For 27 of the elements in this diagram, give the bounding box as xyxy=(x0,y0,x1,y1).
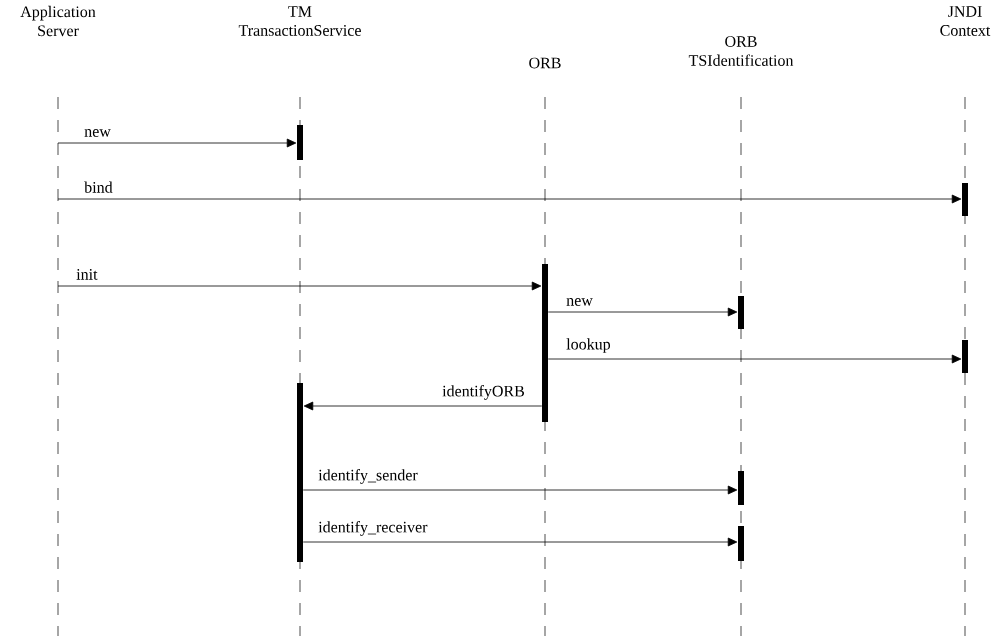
message-arrow xyxy=(57,281,542,291)
message-arrow xyxy=(302,485,738,495)
edge-label: new xyxy=(566,298,593,306)
participant-label: Application Server xyxy=(20,5,96,37)
message-arrow xyxy=(57,138,297,148)
message-arrow xyxy=(302,537,738,547)
participant-label: ORB xyxy=(529,57,561,69)
edge-label: init xyxy=(76,269,98,280)
activation-bar xyxy=(738,471,744,505)
message-arrow xyxy=(547,354,962,364)
edge-label: identifyORB xyxy=(442,385,525,400)
edge-label: identify_receiver xyxy=(318,521,428,536)
edge-label: lookup xyxy=(566,338,611,353)
participant-label: JNDI Context xyxy=(940,6,991,36)
edge-label: bind xyxy=(84,181,113,193)
message-arrow xyxy=(547,307,738,317)
participant-label: ORB TSIdentification xyxy=(688,36,794,66)
activation-bar xyxy=(962,183,968,216)
participant-label: TM TransactionService xyxy=(238,6,361,36)
activation-bar xyxy=(962,340,968,373)
edge-label: new xyxy=(84,129,111,137)
message-arrow xyxy=(303,401,543,411)
edge-label: identify_sender xyxy=(318,469,418,484)
message-arrow xyxy=(57,194,962,204)
activation-bar xyxy=(297,125,303,160)
activation-bar xyxy=(738,526,744,561)
activation-bar xyxy=(738,296,744,329)
